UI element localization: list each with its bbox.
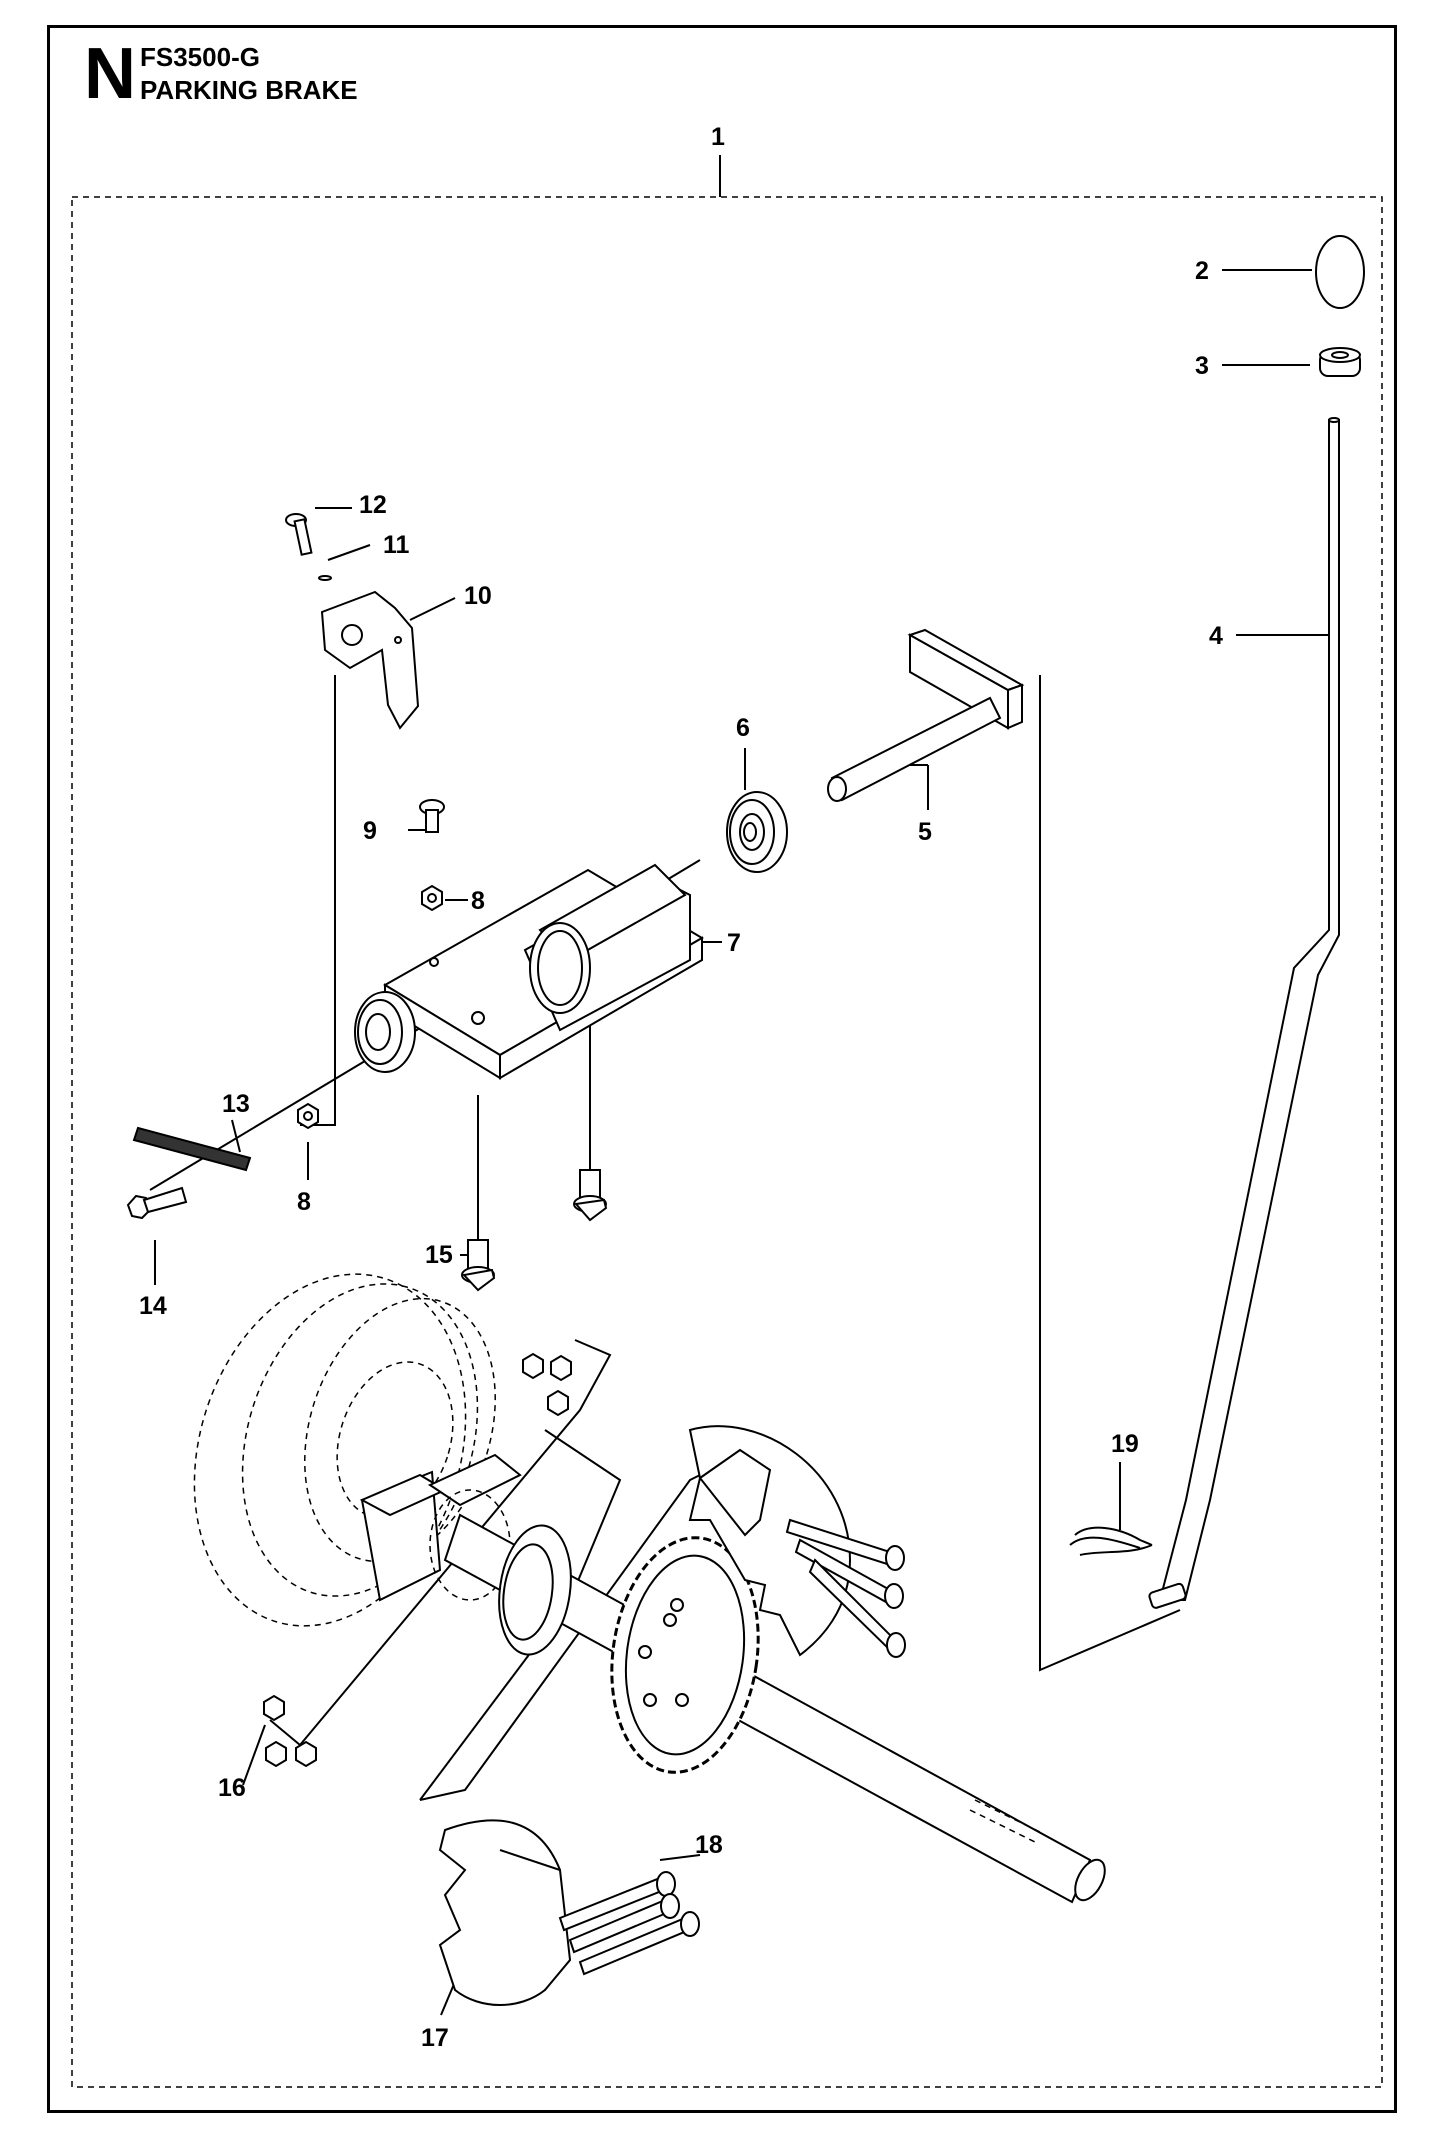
callout-15: 15 (425, 1241, 453, 1269)
callout-14: 14 (139, 1292, 167, 1320)
bearing-left (354, 991, 416, 1073)
section-letter: N (84, 34, 136, 114)
callout-2: 2 (1195, 257, 1209, 285)
bolt-part-12 (285, 513, 313, 556)
lever-rod-part-4 (1148, 417, 1340, 1609)
axle-bearing-block (359, 1453, 522, 1602)
spring-part-13 (132, 1126, 252, 1172)
hub-flange (498, 1524, 572, 1656)
callout-labels: 1 2 3 4 5 6 7 8 8 9 10 11 12 13 14 15 16… (139, 123, 1223, 2052)
callout-11: 11 (383, 531, 410, 559)
knob-part-2 (1315, 235, 1365, 309)
callout-8-lower: 8 (297, 1188, 311, 1216)
callout-7: 7 (727, 929, 741, 957)
callout-8-upper: 8 (471, 887, 485, 915)
bolt-set-upper (785, 1518, 906, 1658)
pivot-shaft-part-5 (827, 628, 1025, 802)
brake-disc-upper (688, 1425, 852, 1657)
nut-part-8-lower (297, 1102, 319, 1130)
callout-1: 1 (711, 123, 725, 151)
grommet-part-3 (1319, 347, 1361, 377)
callout-5: 5 (918, 818, 932, 846)
callout-10: 10 (464, 582, 492, 610)
nut-cluster-upper (522, 1352, 572, 1417)
assembly-boundary (71, 196, 1383, 2088)
sprocket (610, 1536, 760, 1774)
latch-bracket-part-10 (320, 590, 420, 730)
callout-3: 3 (1195, 352, 1209, 380)
model-number: FS3500-G (140, 42, 260, 72)
callout-18: 18 (695, 1831, 723, 1859)
washer-part-11 (318, 575, 332, 581)
flange-bolt-bracket (573, 1169, 608, 1222)
callout-6: 6 (736, 714, 750, 742)
callout-17: 17 (421, 2024, 449, 2052)
leader-lines (149, 155, 1328, 2016)
wheel-reference (193, 1273, 496, 1627)
diagram-title: PARKING BRAKE (140, 75, 358, 105)
bearing-part-6 (726, 791, 788, 873)
nut-part-8 (421, 884, 443, 912)
callout-13: 13 (222, 1090, 250, 1118)
callout-4: 4 (1209, 622, 1223, 650)
rear-axle-shaft (443, 1513, 1106, 1904)
callout-12: 12 (359, 491, 387, 519)
callout-19: 19 (1111, 1430, 1139, 1458)
brake-disc-part-17 (438, 1819, 572, 2006)
bolt-part-9 (419, 799, 445, 833)
bolt-part-14 (126, 1186, 188, 1220)
callout-16: 16 (218, 1774, 246, 1802)
bolt-set-part-18 (558, 1871, 700, 1976)
callout-9: 9 (363, 817, 377, 845)
brake-bracket-part-7 (383, 863, 704, 1080)
hair-pin-clip-part-19 (1069, 1526, 1153, 1556)
flange-bolt-part-15 (461, 1239, 496, 1292)
page-frame (47, 25, 1397, 2113)
nut-cluster-part-16 (263, 1694, 317, 1768)
